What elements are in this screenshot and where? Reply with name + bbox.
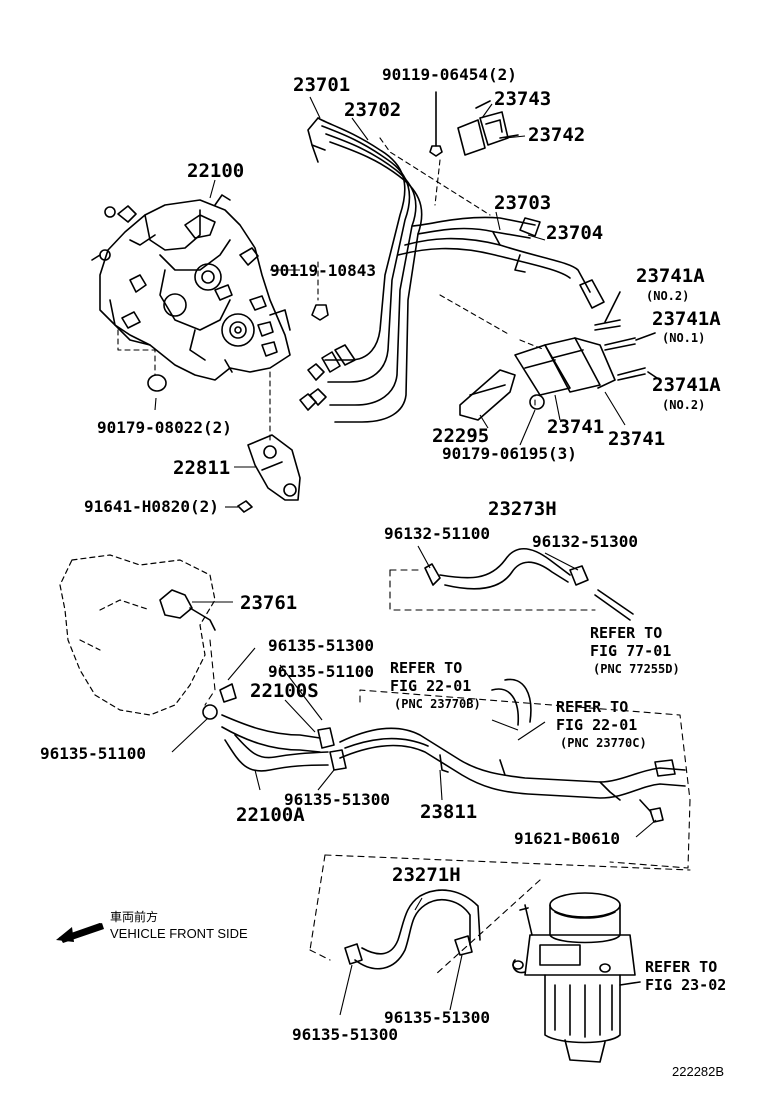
diagram-code: 222282B <box>672 1064 725 1079</box>
part-23701-label: 23701 <box>293 74 351 96</box>
part-96135-51300-label-3: 96135-51300 <box>384 1008 490 1027</box>
vehicle-front-en: VEHICLE FRONT SIDE <box>110 926 248 941</box>
part-96135-51300-label-2: 96135-51300 <box>284 790 390 809</box>
part-23704-label: 23704 <box>546 222 604 244</box>
part-23741-label-2: 23741 <box>608 428 666 450</box>
part-96132-51100-label: 96132-51100 <box>384 524 490 543</box>
injection-pipes <box>299 117 605 423</box>
part-90179-06195-label: 90179-06195(3) <box>442 444 577 463</box>
part-96135-51300-label-1: 96135-51300 <box>268 636 374 655</box>
part-22811-label: 22811 <box>173 457 231 479</box>
part-96135-51100-label-1: 96135-51100 <box>268 662 374 681</box>
ref-23-02-line2: FIG 23-02 <box>645 976 727 994</box>
injection-pump <box>91 194 291 381</box>
pin-no1-note: (NO.1) <box>662 331 706 345</box>
part-23271h-label: 23271H <box>392 864 461 886</box>
part-22295-label: 22295 <box>432 425 490 447</box>
ref-77-01-line2: FIG 77-01 <box>590 642 672 660</box>
ref-22-01-b-line1: REFER TO <box>390 659 463 677</box>
part-23741a-label-1: 23741A <box>636 265 705 287</box>
pin-no2-note-2: (NO.2) <box>662 398 706 412</box>
part-96135-51100-label-2: 96135-51100 <box>40 744 146 763</box>
part-96132-51300-label: 96132-51300 <box>532 532 638 551</box>
ref-22-01-c-line3: (PNC 23770C) <box>560 736 647 750</box>
vehicle-front-jp: 車両前方 <box>110 910 159 924</box>
part-91641-h0820-label: 91641-H0820(2) <box>84 497 219 516</box>
part-23741a-label-2: 23741A <box>652 308 721 330</box>
part-22100a-label: 22100A <box>236 804 305 826</box>
part-90179-08022-label: 90179-08022(2) <box>97 418 232 437</box>
part-23741-label-1: 23741 <box>547 416 605 438</box>
part-23703-label: 23703 <box>494 192 552 214</box>
part-22100-label: 22100 <box>187 160 245 182</box>
part-23741a-label-3: 23741A <box>652 374 721 396</box>
part-90119-10843-label: 90119-10843 <box>270 261 376 280</box>
ref-77-01-line1: REFER TO <box>590 624 663 642</box>
ref-22-01-c-line2: FIG 22-01 <box>556 716 638 734</box>
part-23761-label: 23761 <box>240 592 298 614</box>
pin-no2-note-1: (NO.2) <box>646 289 690 303</box>
part-23273h-label: 23273H <box>488 498 557 520</box>
part-23743-label: 23743 <box>494 88 552 110</box>
part-23702-label: 23702 <box>344 99 402 121</box>
part-22100s-label: 22100S <box>250 680 319 702</box>
ref-22-01-c-line1: REFER TO <box>556 698 629 716</box>
ref-22-01-b-line2: FIG 22-01 <box>390 677 472 695</box>
ref-23-02-line1: REFER TO <box>645 958 718 976</box>
part-23811-label: 23811 <box>420 801 478 823</box>
fuel-filter <box>512 892 641 1063</box>
part-96135-51300-label-4: 96135-51300 <box>292 1025 398 1044</box>
ref-22-01-b-line3: (PNC 23770B) <box>394 697 481 711</box>
ref-77-01-line3: (PNC 77255D) <box>593 662 680 676</box>
part-91621-b0610-label: 91621-B0610 <box>514 829 620 848</box>
part-90119-06454-label: 90119-06454(2) <box>382 65 517 84</box>
part-23742-label: 23742 <box>528 124 586 146</box>
